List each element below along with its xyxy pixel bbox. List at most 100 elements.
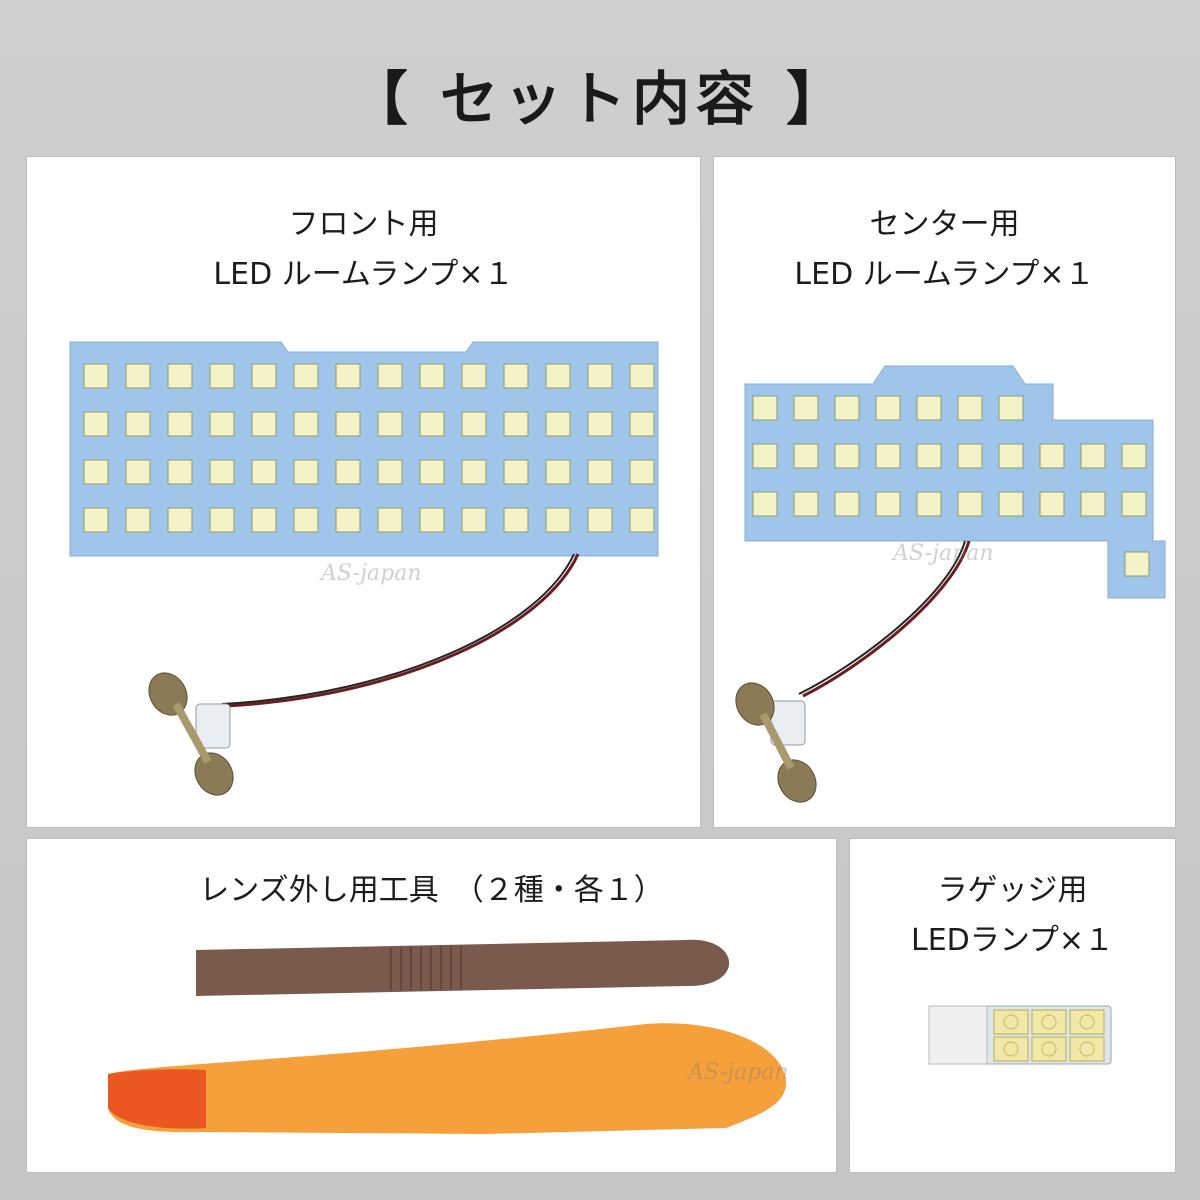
tools-panel: レンズ外し用工具 （２種・各１） AS-japan xyxy=(26,838,837,1173)
led-chip xyxy=(83,411,109,437)
led-chip xyxy=(419,459,445,485)
led-chip xyxy=(793,395,819,421)
watermark-tools: AS-japan xyxy=(688,1060,789,1085)
led-chip xyxy=(251,459,277,485)
led-chip xyxy=(752,491,778,517)
front-caption-line1: フロント用 xyxy=(288,207,439,242)
led-chip xyxy=(503,459,529,485)
center-caption-line2: LED ルームランプ×１ xyxy=(794,257,1095,292)
led-chip xyxy=(545,363,571,389)
luggage-caption-line1: ラゲッジ用 xyxy=(937,873,1088,908)
led-chip xyxy=(998,443,1024,469)
led-chip xyxy=(335,363,361,389)
led-chip xyxy=(916,443,942,469)
led-chip xyxy=(377,507,403,533)
led-chip xyxy=(545,507,571,533)
luggage-lamp-panel: ラゲッジ用 LEDランプ×１ xyxy=(849,838,1176,1173)
tools-caption: レンズ外し用工具 （２種・各１） xyxy=(199,873,664,908)
led-chip xyxy=(1121,443,1147,469)
tools-image xyxy=(108,939,786,1134)
led-chip xyxy=(752,443,778,469)
led-chip xyxy=(125,507,151,533)
led-chip xyxy=(916,395,942,421)
led-chip xyxy=(629,507,655,533)
led-chip xyxy=(875,395,901,421)
front-led-grid xyxy=(83,363,655,533)
led-chip xyxy=(125,459,151,485)
led-chip xyxy=(587,507,613,533)
led-chip xyxy=(335,411,361,437)
led-chip xyxy=(461,459,487,485)
led-chip xyxy=(251,411,277,437)
led-chip xyxy=(587,411,613,437)
center-lamp-panel: センター用 LED ルームランプ×１ AS-japan xyxy=(713,156,1176,828)
front-led-board-image xyxy=(69,341,659,796)
led-chip xyxy=(629,411,655,437)
led-chip xyxy=(916,491,942,517)
led-chip xyxy=(834,491,860,517)
watermark-center: AS-japan xyxy=(893,541,994,566)
led-chip xyxy=(875,491,901,517)
led-chip xyxy=(1124,551,1150,577)
led-chip xyxy=(545,411,571,437)
led-chip xyxy=(629,363,655,389)
led-chip xyxy=(1039,491,1065,517)
led-chip xyxy=(834,443,860,469)
led-chip xyxy=(834,395,860,421)
led-chip xyxy=(209,507,235,533)
led-chip xyxy=(125,363,151,389)
led-chip xyxy=(293,507,319,533)
led-chip xyxy=(167,411,193,437)
led-chip xyxy=(503,363,529,389)
led-chip xyxy=(461,411,487,437)
led-chip xyxy=(293,459,319,485)
led-chip xyxy=(209,363,235,389)
led-chip xyxy=(377,363,403,389)
center-led-grid xyxy=(752,395,1150,577)
front-caption-line2: LED ルームランプ×１ xyxy=(213,257,514,292)
led-chip xyxy=(587,363,613,389)
led-chip xyxy=(1039,443,1065,469)
led-chip xyxy=(998,395,1024,421)
led-chip xyxy=(335,507,361,533)
led-chip xyxy=(957,491,983,517)
led-chip xyxy=(957,395,983,421)
led-chip xyxy=(793,491,819,517)
center-caption-line1: センター用 xyxy=(869,207,1020,242)
led-chip xyxy=(1121,491,1147,517)
led-chip xyxy=(83,363,109,389)
led-chip xyxy=(419,363,445,389)
led-chip xyxy=(167,507,193,533)
led-chip xyxy=(957,443,983,469)
led-chip xyxy=(461,507,487,533)
led-chip xyxy=(1080,491,1106,517)
led-chip xyxy=(209,411,235,437)
led-chip xyxy=(83,507,109,533)
led-chip xyxy=(83,459,109,485)
led-chip xyxy=(293,363,319,389)
luggage-caption-line2: LEDランプ×１ xyxy=(910,923,1114,958)
led-chip xyxy=(503,411,529,437)
led-chip xyxy=(377,411,403,437)
front-lamp-panel: フロント用 LED ルームランプ×１ AS-japan xyxy=(26,156,701,828)
led-chip xyxy=(419,507,445,533)
led-chip xyxy=(1080,443,1106,469)
led-chip xyxy=(629,459,655,485)
led-chip xyxy=(793,443,819,469)
led-chip xyxy=(209,459,235,485)
luggage-led-image xyxy=(928,1005,1112,1065)
led-chip xyxy=(251,507,277,533)
led-chip xyxy=(251,363,277,389)
led-chip xyxy=(167,363,193,389)
led-chip xyxy=(377,459,403,485)
center-led-board-image xyxy=(735,365,1166,803)
led-chip xyxy=(335,459,361,485)
led-chip xyxy=(125,411,151,437)
led-chip xyxy=(998,491,1024,517)
led-chip xyxy=(875,443,901,469)
led-chip xyxy=(503,507,529,533)
led-chip xyxy=(752,395,778,421)
led-chip xyxy=(293,411,319,437)
led-chip xyxy=(167,459,193,485)
page-title: 【 セット内容 】 xyxy=(349,65,851,133)
